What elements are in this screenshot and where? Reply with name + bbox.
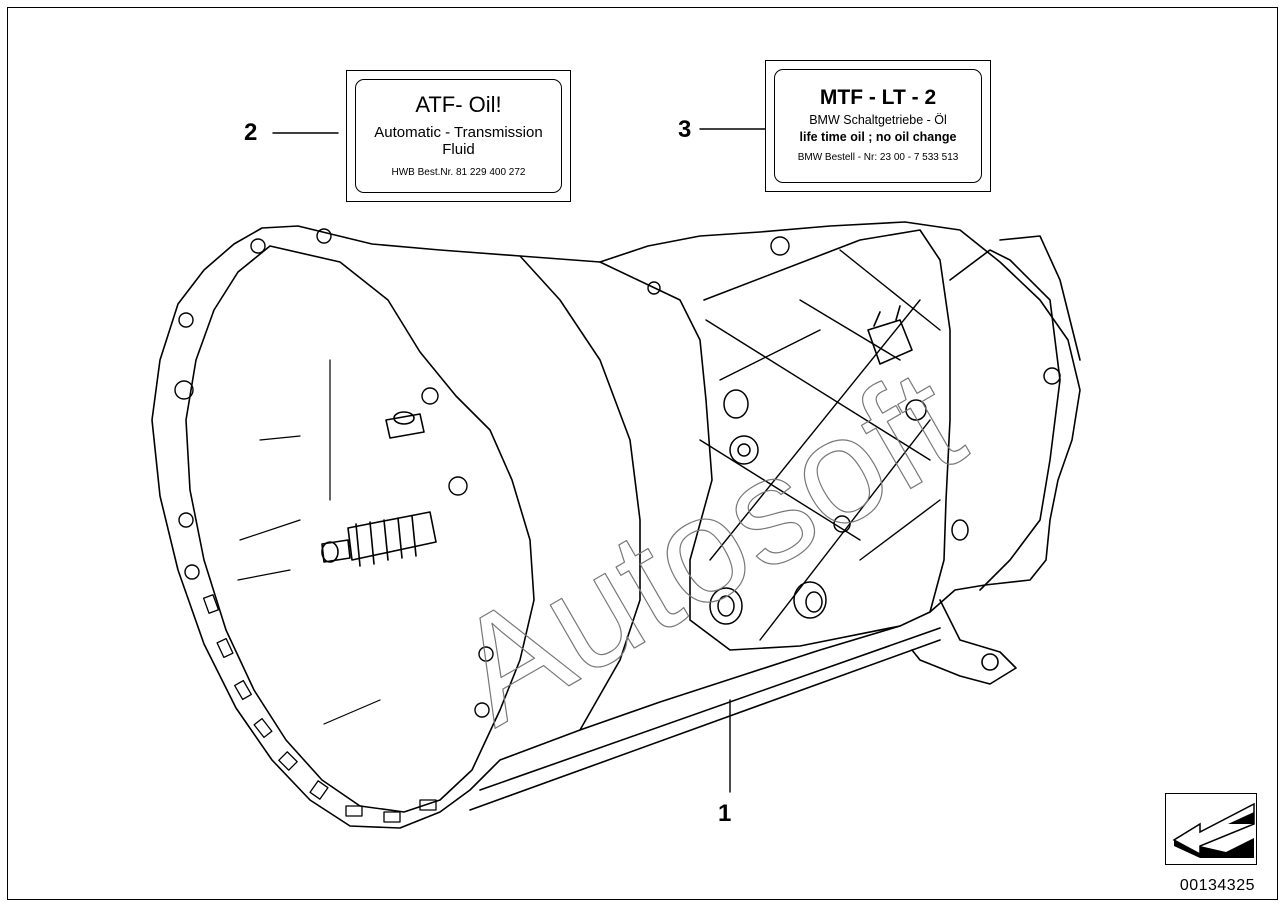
atf-label-line2: Fluid [442, 141, 475, 158]
case-bosses [709, 367, 1061, 625]
diagram-frame [7, 7, 1278, 900]
tail-housing [949, 249, 1061, 591]
document-number: 00134325 [1179, 877, 1255, 894]
electrical-connector [867, 319, 913, 365]
input-shaft [321, 511, 437, 567]
mtf-label-part-number: BMW Bestell - Nr: 23 00 - 7 533 513 [797, 152, 959, 163]
mtf-label-line2: life time oil ; no oil change [799, 130, 957, 144]
main-case-body [599, 261, 901, 651]
mtf-oil-label-inner: MTF - LT - 2 BMW Schaltgetriebe - Öl lif… [774, 69, 982, 183]
arrow-down-left-icon [1172, 802, 1255, 858]
atf-oil-label: ATF- Oil! Automatic - Transmission Fluid… [346, 70, 571, 202]
watermark: Autosoft [427, 336, 988, 757]
callout-3: 3 [678, 116, 692, 143]
atf-label-part-number: HWB Best.Nr. 81 229 400 272 [391, 167, 526, 178]
atf-label-title: ATF- Oil! [415, 92, 502, 117]
flange-slots [202, 594, 437, 823]
mtf-oil-label: MTF - LT - 2 BMW Schaltgetriebe - Öl lif… [765, 60, 991, 192]
bell-housing-inner [185, 245, 535, 813]
atf-oil-label-inner: ATF- Oil! Automatic - Transmission Fluid… [355, 79, 562, 193]
callout-2: 2 [244, 119, 258, 146]
flange-bolt-holes [174, 228, 790, 718]
mount-bracket [911, 599, 1017, 685]
atf-label-line1: Automatic - Transmission [374, 124, 543, 141]
nav-arrow-box[interactable] [1165, 793, 1257, 865]
bell-housing-flange [151, 221, 1081, 829]
callout-1: 1 [718, 800, 732, 827]
mtf-label-line1: BMW Schaltgetriebe - Öl [809, 113, 947, 127]
mtf-label-title: MTF - LT - 2 [819, 86, 937, 109]
